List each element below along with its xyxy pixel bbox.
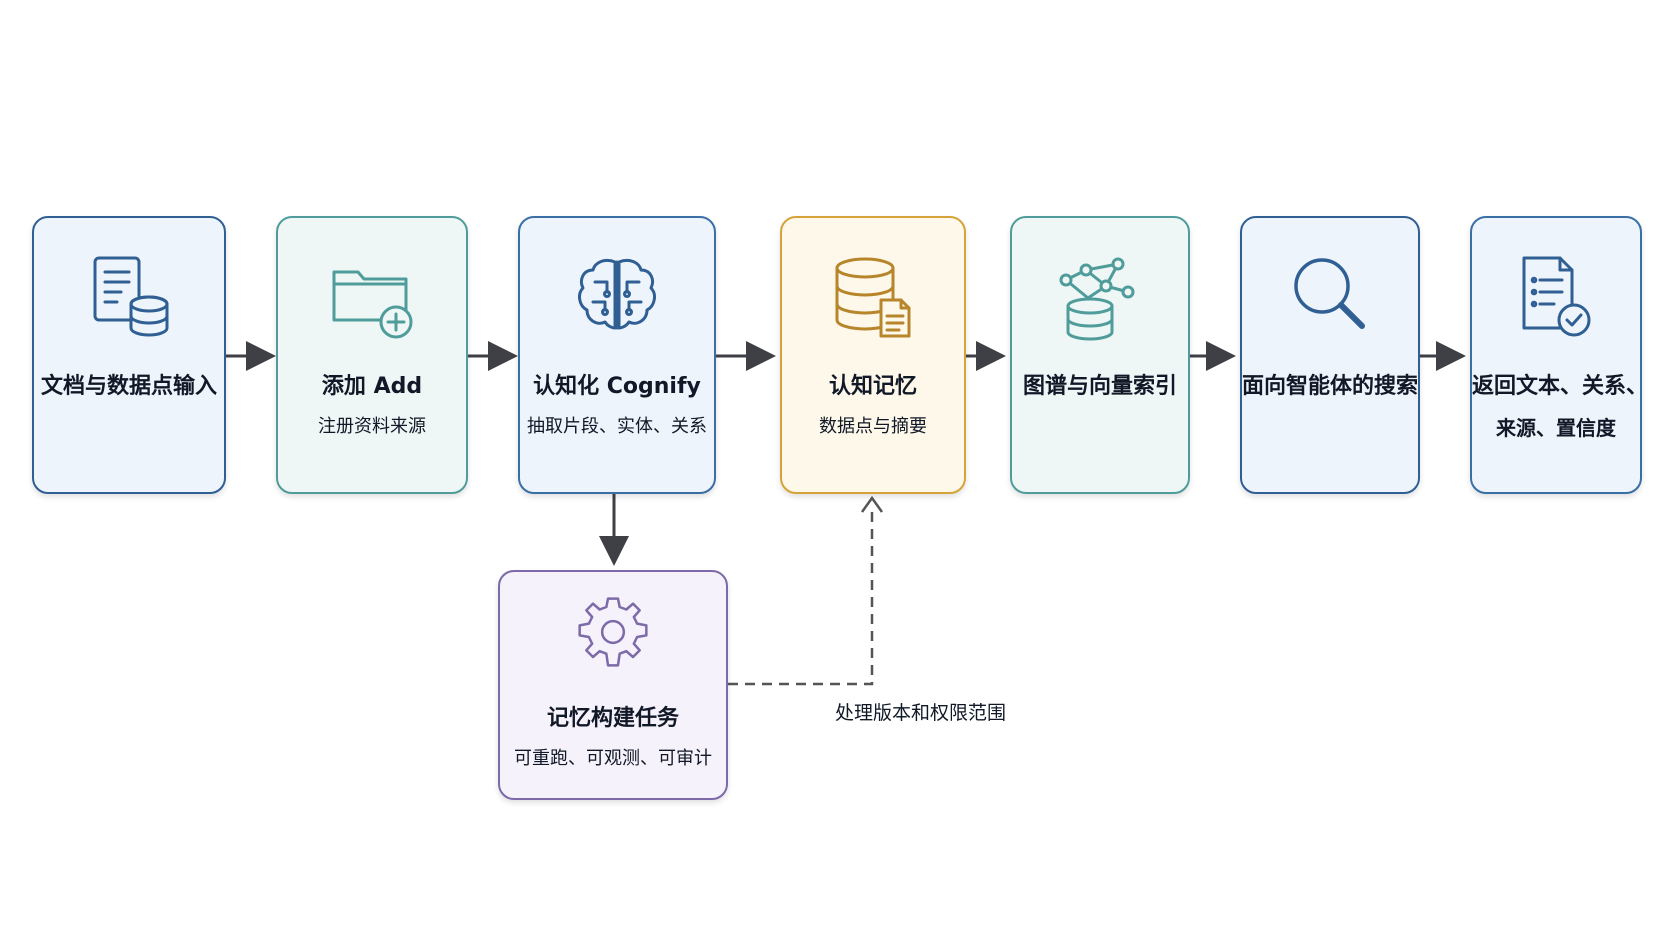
checklist-check-icon [1522,256,1591,337]
node-output: 返回文本、关系、 来源、置信度 [1470,216,1649,494]
database-document-icon [835,257,911,338]
node-title: 文档与数据点输入 [40,374,217,399]
node-title: 记忆构建任务 [546,706,679,731]
brain-circuit-icon [578,258,656,330]
node-title: 添加 Add [321,374,423,399]
node-add: 添加 Add 注册资料来源 [276,216,468,494]
node-index: 图谱与向量索引 [1010,216,1190,494]
node-title: 认知记忆 [828,374,917,399]
node-input: 文档与数据点输入 [32,216,226,494]
node-search: 面向智能体的搜索 [1240,216,1420,494]
node-subtitle: 抽取片段、实体、关系 [527,416,707,437]
node-subtitle: 数据点与摘要 [819,416,927,437]
folder-add-icon [332,270,413,339]
search-icon [1294,258,1365,329]
dashed-edge-label: 处理版本和权限范围 [835,702,1007,724]
document-database-icon [93,256,169,337]
gear-icon [578,597,648,667]
graph-database-icon [1059,257,1135,341]
node-title: 认知化 Cognify [533,374,701,399]
dashed-arrow-task-memory [728,510,874,686]
node-memory: 认知记忆 数据点与摘要 [780,216,966,494]
node-build-task: 记忆构建任务 可重跑、可观测、可审计 [498,570,728,800]
node-title: 面向智能体的搜索 [1242,374,1419,399]
node-title: 图谱与向量索引 [1022,374,1177,399]
node-title: 返回文本、关系、 [1472,374,1649,399]
dashed-arrowhead [860,495,884,513]
node-subtitle: 注册资料来源 [318,416,426,437]
node-subtitle: 可重跑、可观测、可审计 [514,748,712,769]
node-cognify: 认知化 Cognify 抽取片段、实体、关系 [518,216,716,494]
node-subtitle: 来源、置信度 [1496,416,1616,440]
